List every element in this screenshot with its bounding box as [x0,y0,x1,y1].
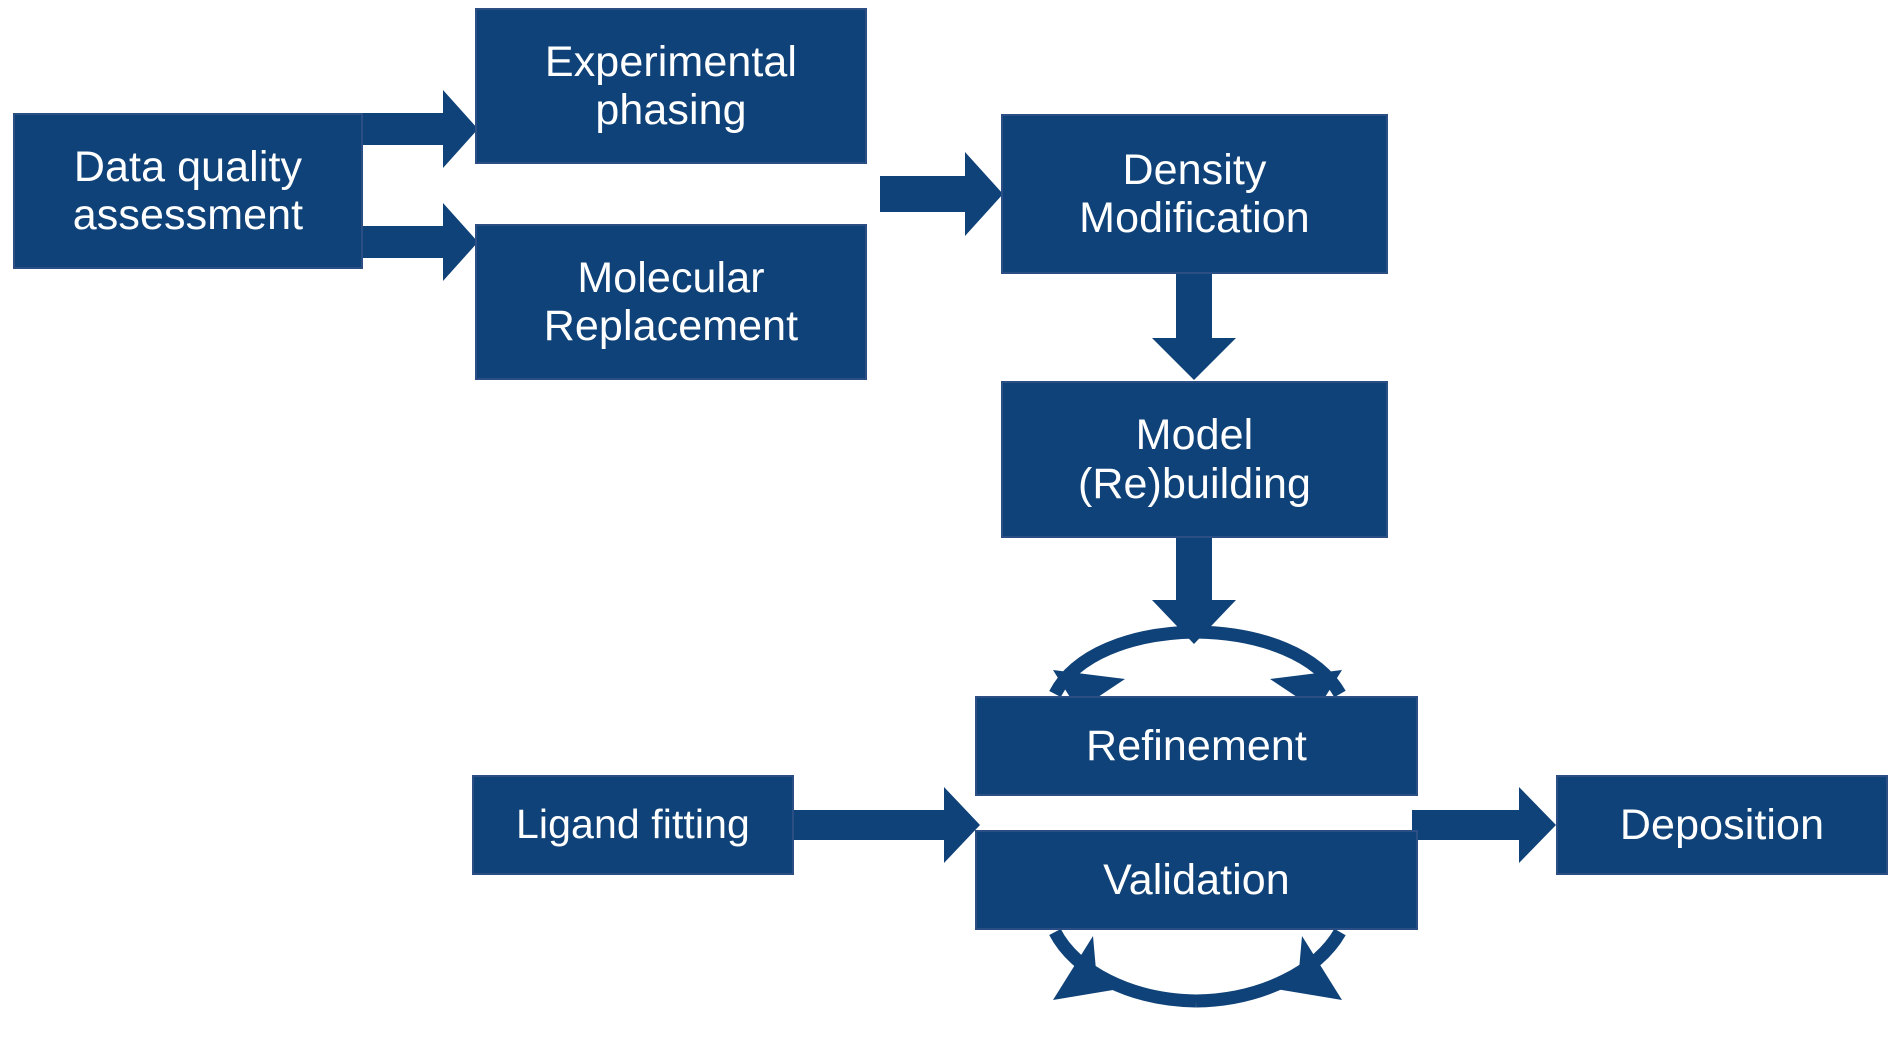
arrow-phasing-to-densitymod [880,152,1003,236]
node-label-line1: Density [1122,145,1267,194]
node-deposition[interactable]: Deposition [1556,775,1888,875]
node-ligand-fitting[interactable]: Ligand fitting [472,775,794,875]
node-experimental-phasing[interactable]: Experimental phasing [475,8,867,164]
node-validation[interactable]: Validation [975,830,1418,930]
cycle-arrowhead-bottom-right [1270,936,1342,1000]
node-label-line2: assessment [72,191,304,239]
node-label-line2: phasing [595,86,747,134]
node-label-line1: Ligand fitting [516,801,750,848]
node-label-line1: Molecular [577,253,765,302]
cycle-arrowhead-bottom-left [1053,936,1125,1000]
node-data-quality-assessment[interactable]: Data quality assessment [13,113,363,269]
node-label-line2: (Re)building [1077,459,1312,508]
arrow-modelrebuild-to-refinement [1152,538,1236,644]
node-molecular-replacement[interactable]: Molecular Replacement [475,224,867,380]
arrow-dataquality-to-expphasing [363,90,478,168]
arrow-dataquality-to-molreplacement [363,203,478,281]
node-label-line1: Experimental [544,37,798,86]
node-label-line2: Replacement [543,302,799,350]
node-label-line1: Data quality [73,142,303,191]
node-label-line2: Modification [1079,194,1310,242]
node-label-line1: Model [1135,411,1254,460]
node-label-line1: Deposition [1619,800,1825,849]
node-refinement[interactable]: Refinement [975,696,1418,796]
node-label-line1: Validation [1103,855,1290,904]
arrow-refinement-to-deposition [1412,787,1556,863]
node-density-modification[interactable]: Density Modification [1001,114,1388,274]
arrow-densitymod-to-modelrebuild [1152,274,1236,380]
node-label-line1: Refinement [1086,721,1307,770]
node-model-rebuilding[interactable]: Model (Re)building [1001,381,1388,538]
arrow-ligandfitting-to-refinement [794,787,980,863]
